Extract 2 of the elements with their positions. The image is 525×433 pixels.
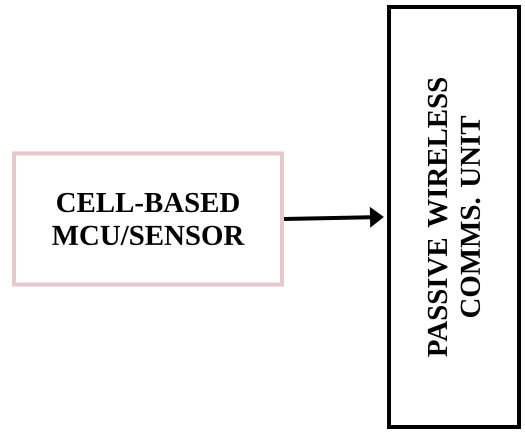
process-box: CELL-BASED MCU/SENSOR	[12, 151, 284, 286]
unit-box: PASSIVE WIRELESS COMMS. UNIT	[387, 5, 521, 429]
